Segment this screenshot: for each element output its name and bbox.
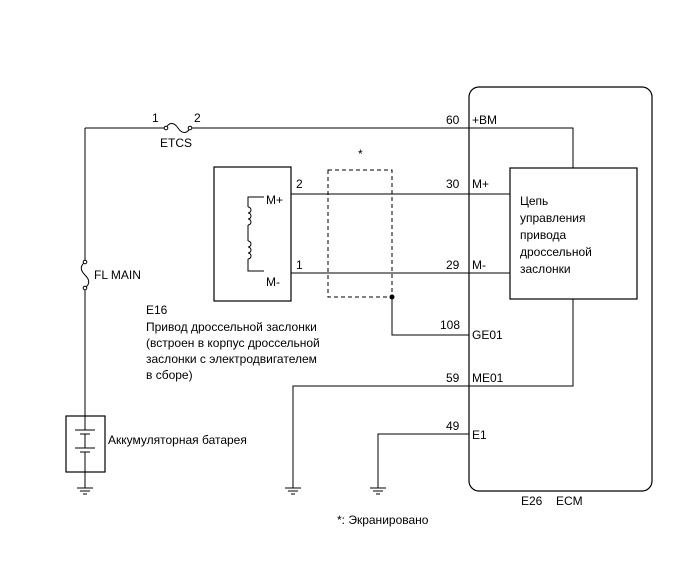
shield-marker: *	[358, 147, 363, 161]
actuator-box	[213, 166, 292, 302]
actuator-code: E16	[146, 303, 168, 317]
ecm-pin-59-num: 59	[446, 371, 460, 385]
actuator-desc-3: заслонки с электродвигателем	[146, 352, 317, 366]
ecm-pin-60-name: +BM	[472, 113, 497, 127]
me01-ground-icon	[285, 487, 301, 495]
battery-label: Аккумуляторная батарея	[108, 433, 247, 447]
ecm-circuit-line4: дроссельной	[520, 245, 592, 259]
e1-wire	[377, 433, 469, 488]
ecm-pin-29-num: 29	[446, 258, 460, 272]
ecm-circuit-line1: Цепь	[520, 194, 548, 208]
actuator-pin-mplus: M+	[266, 193, 283, 207]
shield-note: *: Экранировано	[337, 513, 429, 527]
ecm-pin-59-name: ME01	[472, 371, 504, 385]
ecm-circuit-line3: привода	[520, 228, 567, 242]
power-feed-wire	[84, 127, 574, 416]
actuator-desc-2: (встроен в корпус дроссельной	[146, 336, 320, 350]
actuator-title: Привод дроссельной заслонки	[146, 320, 317, 334]
ecm-pin-29-name: M-	[472, 258, 486, 272]
me01-wire	[292, 299, 574, 488]
battery-icon	[65, 415, 106, 488]
battery-ground-icon	[77, 487, 93, 495]
fuse-pin-1: 1	[152, 111, 159, 125]
ecm-pin-108-name: GE01	[472, 328, 503, 342]
ecm-circuit-line5: заслонки	[520, 262, 571, 276]
fuse-name: ETCS	[160, 136, 192, 150]
ecm-pin-60-num: 60	[446, 113, 460, 127]
ecm-pin-49-name: E1	[472, 428, 487, 442]
shield-ground-wire	[391, 297, 469, 336]
actuator-desc-4: в сборе)	[146, 368, 193, 382]
ecm-pin-30-name: M+	[472, 177, 489, 191]
actuator-pin-num-2: 2	[296, 177, 303, 191]
ecm-pin-108-num: 108	[440, 318, 460, 332]
fl-main-label: FL MAIN	[94, 268, 141, 282]
actuator-pin-num-1: 1	[296, 258, 303, 272]
ecm-circuit-line2: управления	[520, 211, 585, 225]
motor-coil-icon	[247, 196, 264, 272]
ecm-name: ECM	[556, 494, 583, 508]
etcs-fuse-icon	[163, 123, 193, 133]
fl-main-fusible-link-icon	[80, 259, 90, 291]
ecm-code: E26	[521, 494, 543, 508]
ecm-pin-49-num: 49	[446, 419, 460, 433]
actuator-pin-mminus: M-	[266, 275, 280, 289]
fuse-pin-2: 2	[194, 111, 201, 125]
ecm-outline	[468, 86, 653, 492]
ecm-pin-30-num: 30	[446, 177, 460, 191]
shield-box	[327, 169, 393, 298]
e1-ground-icon	[370, 487, 386, 495]
